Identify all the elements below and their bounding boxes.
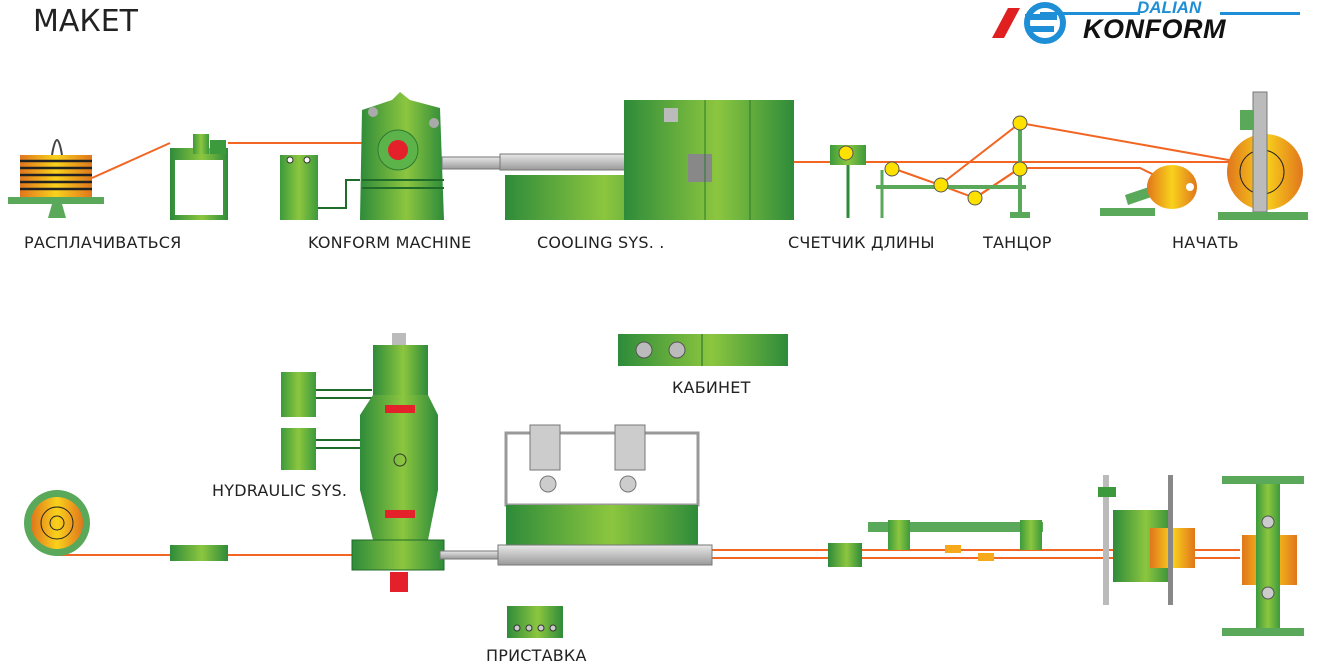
logo-dalian-text: DALIAN [1137, 0, 1202, 17]
console [507, 606, 563, 638]
label-takeup: НАЧАТЬ [1172, 233, 1239, 252]
konform-machine-bottom [351, 333, 501, 592]
label-konform-machine: KONFORM MACHINE [308, 233, 472, 252]
payoff-coil [8, 139, 104, 218]
logo-mark-icon [992, 2, 1300, 44]
label-dancer: ТАНЦОР [983, 233, 1052, 252]
konform-machine [360, 92, 503, 220]
label-hydraulic: HYDRAULIC SYS. [212, 481, 348, 500]
straightener-bottom [170, 545, 228, 561]
label-length-counter: СЧЕТЧИК ДЛИНЫ [788, 233, 935, 252]
page-title: МАКЕТ [33, 4, 138, 39]
dancer [876, 115, 1030, 218]
label-cooling: COOLING SYS. . [537, 233, 665, 252]
cutter [868, 520, 1043, 561]
label-console: ПРИСТАВКА [486, 646, 587, 665]
spooler-bottom-2 [1222, 476, 1304, 636]
payoff-coil-bottom [24, 490, 90, 556]
hydraulic-system [281, 372, 372, 470]
logo-konform-text: KONFORM [1083, 14, 1226, 44]
spooler-bottom-1 [1098, 475, 1195, 605]
capstan [828, 543, 862, 567]
straightener [170, 134, 228, 220]
label-cabinet: КАБИНЕТ [672, 378, 751, 397]
cooling-bottom [497, 424, 713, 566]
length-counter [830, 145, 866, 218]
takeup [1218, 91, 1308, 220]
spool-takeup-small [1100, 165, 1197, 216]
label-payoff: РАСПЛАЧИВАТЬСЯ [24, 233, 182, 252]
oil-tank [280, 155, 360, 220]
cooling-system [499, 100, 794, 220]
cabinet [618, 334, 788, 366]
